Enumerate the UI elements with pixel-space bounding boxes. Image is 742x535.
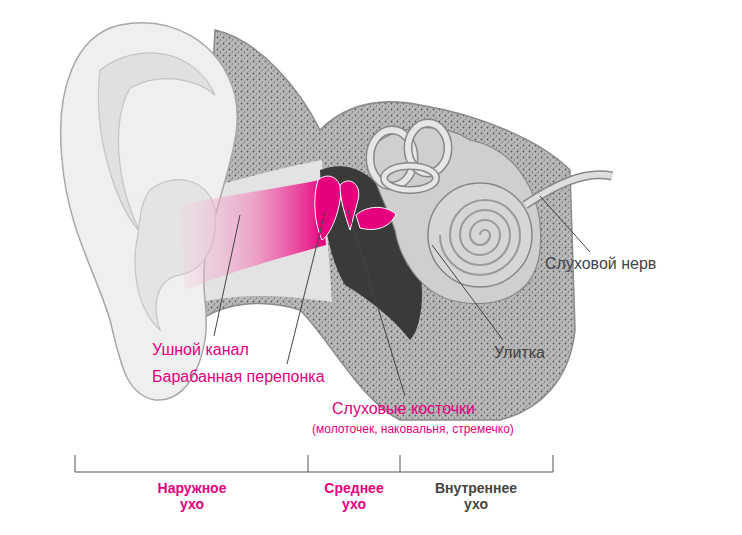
- part-label: Барабанная перепонка: [152, 368, 325, 386]
- semicircular-canal: [384, 166, 436, 190]
- leader-line: [287, 212, 325, 364]
- auditory-nerve: [525, 175, 612, 205]
- leader-line: [347, 207, 405, 396]
- stapes: [356, 207, 396, 229]
- section-bracket: [400, 455, 401, 472]
- section-label: Наружное ухо: [147, 480, 237, 512]
- section-bracket: [308, 455, 309, 472]
- section-label: Внутреннее ухо: [426, 480, 526, 512]
- part-label: Слуховые косточки: [332, 400, 475, 418]
- cochlea-spiral: [440, 200, 520, 275]
- leader-line: [214, 215, 240, 336]
- leader-line: [540, 196, 590, 252]
- semicircular-canal: [384, 166, 436, 190]
- auditory-nerve: [525, 175, 612, 205]
- part-label: Слуховой нерв: [545, 255, 656, 273]
- cochlea: [428, 183, 532, 287]
- malleus: [315, 176, 341, 240]
- part-label: Ушной канал: [152, 341, 249, 359]
- part-label: Улитка: [494, 344, 545, 362]
- leader-line: [432, 245, 503, 340]
- incus: [340, 181, 359, 230]
- section-bracket: [75, 472, 553, 473]
- ear-canal: [180, 180, 326, 290]
- part-sublabel: (молоточек, наковальня, стремечко): [312, 423, 514, 437]
- section-bracket: [75, 455, 76, 472]
- section-label: Среднее ухо: [314, 480, 394, 512]
- section-bracket: [553, 455, 554, 472]
